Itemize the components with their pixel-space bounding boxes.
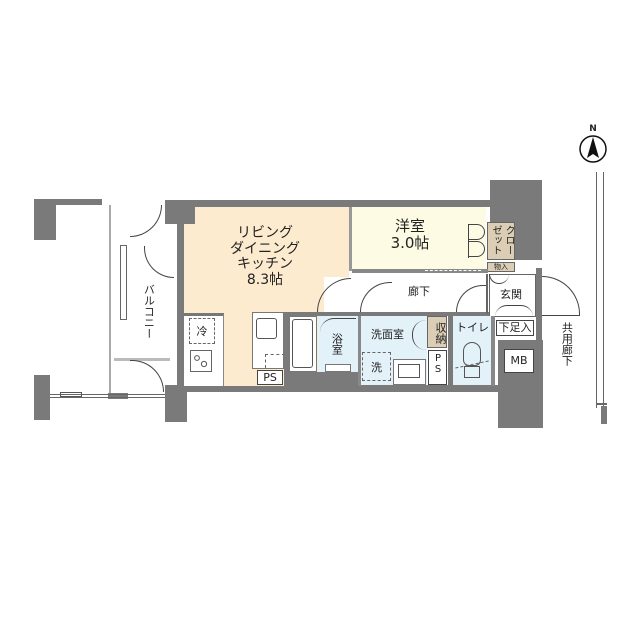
balcony-wall-bottom-mid bbox=[108, 393, 128, 399]
shoe-box-label: 下足入 bbox=[498, 321, 532, 334]
balcony-rail-inner bbox=[120, 245, 127, 320]
fridge-space: 冷 bbox=[189, 318, 215, 344]
bathroom-label: 浴室 bbox=[330, 333, 344, 355]
wall-wash-toilet bbox=[448, 316, 453, 386]
common-corridor-label: 共用廊下 bbox=[560, 322, 574, 366]
western-label-name: 洋室 bbox=[394, 217, 425, 235]
wall-western-bottom bbox=[352, 269, 488, 273]
ps-wash: PS bbox=[428, 350, 447, 385]
balcony-wall-top-strip bbox=[34, 199, 102, 205]
wall-right-mid bbox=[536, 268, 542, 348]
ldk-label-line1: リビング bbox=[237, 225, 293, 241]
balcony-door-mid[interactable] bbox=[144, 246, 174, 278]
western-label: 洋室 3.0帖 bbox=[370, 218, 450, 252]
stove-burners-icon bbox=[194, 355, 208, 368]
ps-wash-label: PS bbox=[432, 353, 444, 375]
wall-bath-top bbox=[284, 312, 496, 316]
meter-box[interactable]: MB bbox=[504, 349, 534, 373]
corridor-rail-right bbox=[603, 172, 604, 408]
washer-label: 洗 bbox=[371, 361, 382, 374]
wall-bottom bbox=[180, 385, 500, 392]
balcony-wall-top-left bbox=[34, 200, 56, 240]
kitchen-sink-basin bbox=[256, 318, 277, 339]
toilet-bowl bbox=[463, 342, 481, 366]
balcony-label: バルコニー bbox=[142, 284, 156, 339]
bathroom-door[interactable] bbox=[320, 318, 356, 332]
kitchen-sink-unit bbox=[252, 312, 284, 369]
corridor-rail-left bbox=[596, 172, 597, 408]
balcony-wall-bottom-strip bbox=[34, 392, 50, 398]
kitchen-counter bbox=[184, 313, 224, 386]
ldk-label-line2: ダイニング bbox=[230, 240, 300, 257]
wall-bath-bottom bbox=[288, 372, 360, 387]
entrance-label: 玄関 bbox=[500, 288, 522, 301]
ldk-label-line3: キッチン bbox=[237, 256, 293, 273]
north-arrow-icon bbox=[579, 135, 607, 163]
closet-label-col2: クロー bbox=[503, 225, 514, 255]
corridor-post bbox=[601, 406, 607, 424]
wall-bottom-left-block bbox=[165, 385, 187, 422]
storage-small-label: 物入 bbox=[494, 263, 508, 271]
mb-label: MB bbox=[510, 354, 528, 367]
balcony-rail-outer bbox=[109, 205, 111, 395]
kitchen-dashed-area bbox=[265, 354, 285, 368]
front-door[interactable] bbox=[542, 276, 580, 316]
washroom-storage-door[interactable] bbox=[412, 320, 426, 350]
compass: N bbox=[576, 124, 610, 166]
wall-toilet-right bbox=[491, 316, 495, 386]
shoe-box-door[interactable] bbox=[495, 305, 533, 317]
balcony-door-top[interactable] bbox=[130, 205, 162, 237]
western-label-area: 3.0帖 bbox=[390, 233, 430, 252]
vanity-basin bbox=[398, 364, 420, 378]
shoe-box[interactable]: 下足入 bbox=[496, 320, 534, 336]
wall-hall-right bbox=[486, 274, 488, 314]
wall-bath-wash bbox=[358, 316, 361, 386]
entrance-storage-door[interactable] bbox=[489, 274, 509, 284]
western-sliding-door[interactable] bbox=[425, 270, 481, 272]
closet-label-col1: ゼット bbox=[490, 225, 501, 255]
hallway-label: 廊下 bbox=[408, 285, 430, 298]
stove bbox=[190, 350, 212, 372]
toilet-label: トイレ bbox=[456, 321, 489, 334]
corridor-rail-stub bbox=[597, 403, 607, 405]
bathtub-inner bbox=[292, 319, 313, 368]
ldk-label: リビング ダイニング キッチン 8.3帖 bbox=[210, 225, 320, 289]
wall-left bbox=[177, 200, 184, 400]
bath-step bbox=[325, 364, 351, 372]
storage-small[interactable]: 物入 bbox=[487, 262, 515, 272]
balcony-bottom-edge bbox=[50, 394, 168, 398]
washroom-label: 洗面室 bbox=[371, 328, 404, 341]
balcony-divider bbox=[114, 358, 170, 361]
wall-ldk-western bbox=[349, 207, 352, 271]
ps-kitchen: PS bbox=[257, 370, 283, 385]
washer-space: 洗 bbox=[362, 352, 391, 381]
compass-north-label: N bbox=[589, 124, 597, 134]
balcony-window-bottom-left bbox=[60, 392, 82, 397]
ldk-label-area: 8.3帖 bbox=[246, 272, 284, 289]
closet-door-icon[interactable] bbox=[468, 224, 485, 258]
storage-label: 収納 bbox=[434, 322, 447, 344]
fridge-label: 冷 bbox=[196, 325, 208, 338]
storage[interactable]: 収納 bbox=[427, 316, 447, 348]
balcony-door-bottom[interactable] bbox=[130, 360, 164, 392]
wall-top bbox=[165, 200, 490, 207]
vanity bbox=[393, 359, 426, 385]
toilet-tank bbox=[464, 366, 480, 378]
closet[interactable]: クロー ゼット bbox=[487, 222, 515, 260]
room-western[interactable] bbox=[352, 207, 486, 271]
wall-kitchen-bath bbox=[284, 312, 289, 387]
ps-kitchen-label: PS bbox=[263, 371, 277, 384]
